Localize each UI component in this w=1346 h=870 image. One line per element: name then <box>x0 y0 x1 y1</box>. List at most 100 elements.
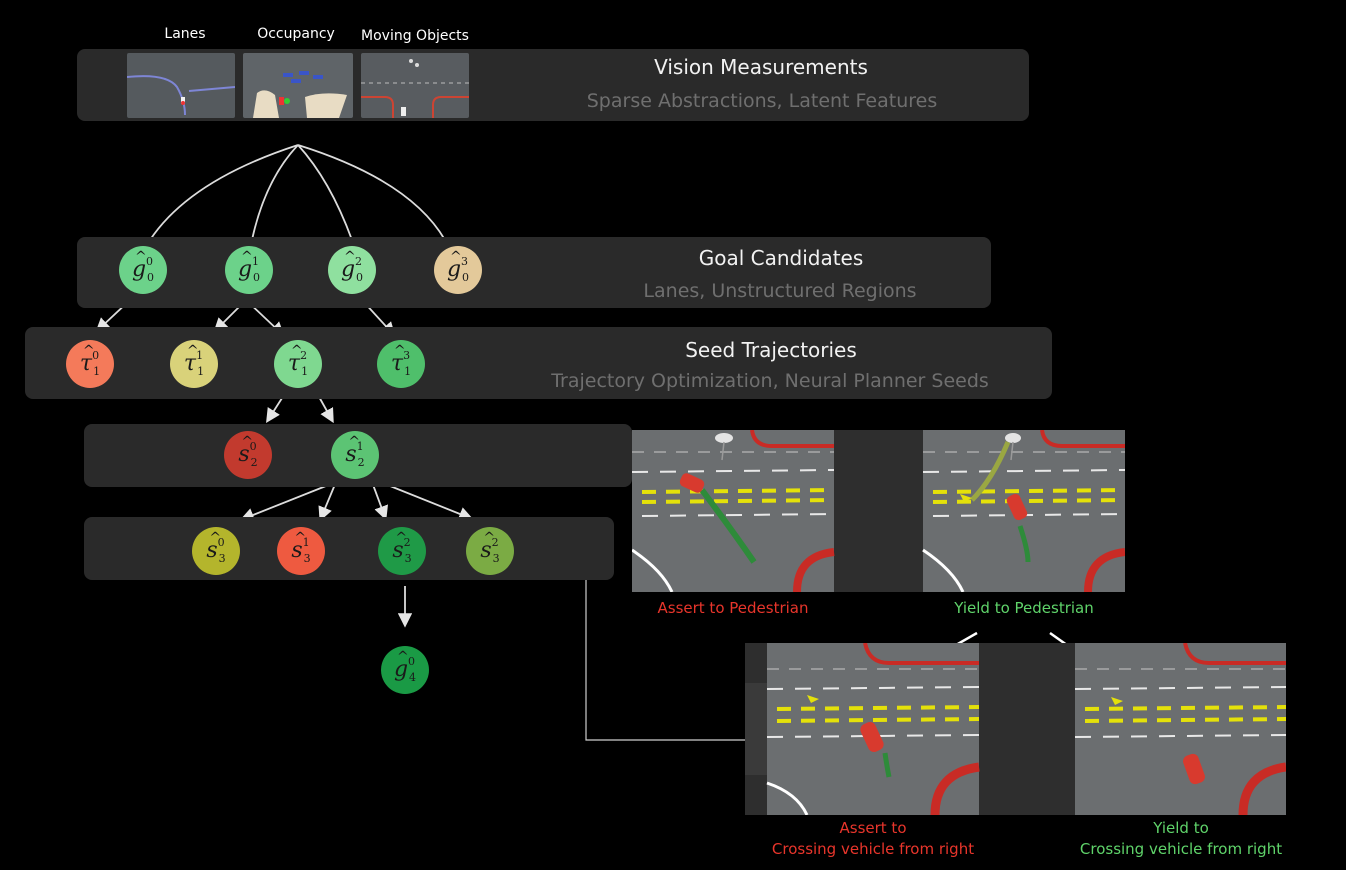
node-superscript: 2 <box>355 254 363 268</box>
state-node-2-0: s^0 2 <box>224 431 272 479</box>
edge-s21-s31 <box>318 481 337 522</box>
node-symbol: g^ <box>131 249 147 282</box>
node-superscript: 1 <box>356 439 364 453</box>
node-subscript: 2 <box>250 455 258 469</box>
node-symbol: τ^ <box>79 343 95 376</box>
goal-node-2: g^2 0 <box>328 246 376 294</box>
caption-yield-pedestrian: Yield to Pedestrian <box>954 599 1094 617</box>
node-hat: ^ <box>134 249 147 265</box>
goal-node-0: g^0 0 <box>119 246 167 294</box>
node-symbol: s^ <box>480 530 496 563</box>
edge-vision-g3 <box>297 144 446 241</box>
node-hat: ^ <box>449 249 462 265</box>
moving-objects-thumbnail <box>361 53 469 118</box>
seed-node-3: τ^3 1 <box>377 340 425 388</box>
caption-yield-crossing-line1: Yield to <box>1153 819 1209 837</box>
node-superscript: 0 <box>249 439 257 453</box>
node-hat: ^ <box>395 530 408 546</box>
edge-vision-g1 <box>251 144 299 241</box>
node-subscript: 4 <box>409 670 417 684</box>
node-subscript: 1 <box>93 364 101 378</box>
crossing-vehicle-scenario-frame <box>745 643 1286 815</box>
node-symbol: s^ <box>238 434 254 467</box>
vision-measurements-panel <box>77 49 1029 121</box>
caption-assert-crossing-line1: Assert to <box>839 819 907 837</box>
node-subscript: 3 <box>303 551 311 565</box>
search-level-3-panel <box>84 517 614 580</box>
vision-subtitle: Sparse Abstractions, Latent Features <box>586 90 938 112</box>
node-hat: ^ <box>186 343 199 359</box>
caption-assert-pedestrian: Assert to Pedestrian <box>657 599 809 617</box>
state-node-2-1: s^1 2 <box>331 431 379 479</box>
goal-node-4-0: g^0 4 <box>381 646 429 694</box>
seeds-title: Seed Trajectories <box>685 338 857 362</box>
edge-bracket <box>585 568 745 741</box>
node-superscript: 0 <box>92 348 100 362</box>
node-hat: ^ <box>241 434 254 450</box>
node-subscript: 1 <box>404 364 412 378</box>
edge-vision-g0 <box>149 144 299 241</box>
node-subscript: 3 <box>492 551 500 565</box>
node-subscript: 3 <box>404 551 412 565</box>
seeds-subtitle: Trajectory Optimization, Neural Planner … <box>551 370 989 392</box>
node-hat: ^ <box>240 249 253 265</box>
node-hat: ^ <box>348 434 361 450</box>
caption-assert-crossing-line2: Crossing vehicle from right <box>771 840 975 858</box>
node-superscript: 1 <box>196 348 204 362</box>
node-superscript: 0 <box>408 654 416 668</box>
node-superscript: 2 <box>300 348 308 362</box>
caption-yield-crossing: Yield to Crossing vehicle from right <box>1056 818 1306 860</box>
node-superscript: 0 <box>217 535 225 549</box>
node-hat: ^ <box>343 249 356 265</box>
state-node-3-2: s^2 3 <box>378 527 426 575</box>
node-subscript: 0 <box>147 270 155 284</box>
node-symbol: s^ <box>206 530 222 563</box>
node-subscript: 2 <box>357 455 365 469</box>
node-symbol: τ^ <box>287 343 303 376</box>
seed-node-2: τ^2 1 <box>274 340 322 388</box>
caption-yield-crossing-line2: Crossing vehicle from right <box>1079 840 1283 858</box>
node-subscript: 0 <box>462 270 470 284</box>
node-hat: ^ <box>290 343 303 359</box>
edge-vision-g2 <box>297 144 353 241</box>
edge-s21-s32 <box>371 481 388 521</box>
node-symbol: τ^ <box>390 343 406 376</box>
node-symbol: g^ <box>340 249 356 282</box>
node-subscript: 1 <box>197 364 205 378</box>
thumb-label-occupancy: Occupancy <box>257 26 335 42</box>
node-superscript: 0 <box>146 254 154 268</box>
node-symbol: s^ <box>392 530 408 563</box>
edge-t2-s21 <box>317 394 334 424</box>
thumb-label-lanes: Lanes <box>164 26 206 42</box>
occupancy-thumbnail <box>243 53 353 118</box>
state-node-3-1: s^1 3 <box>277 527 325 575</box>
lanes-thumbnail <box>127 53 235 118</box>
node-subscript: 0 <box>253 270 261 284</box>
node-hat: ^ <box>393 343 406 359</box>
vision-title: Vision Measurements <box>654 55 868 79</box>
edge-s21-s30 <box>239 481 337 522</box>
node-superscript: 2 <box>403 535 411 549</box>
caption-assert-crossing: Assert to Crossing vehicle from right <box>748 818 998 860</box>
edge-s21-s33 <box>379 481 474 521</box>
node-hat: ^ <box>294 530 307 546</box>
node-subscript: 3 <box>218 551 226 565</box>
node-superscript: 1 <box>252 254 260 268</box>
node-symbol: g^ <box>446 249 462 282</box>
node-symbol: g^ <box>393 649 409 682</box>
node-superscript: 1 <box>302 535 310 549</box>
node-hat: ^ <box>209 530 222 546</box>
node-superscript: 3 <box>461 254 469 268</box>
node-hat: ^ <box>483 530 496 546</box>
node-subscript: 1 <box>301 364 309 378</box>
goals-subtitle: Lanes, Unstructured Regions <box>643 280 917 302</box>
node-superscript: 3 <box>403 348 411 362</box>
node-subscript: 0 <box>356 270 364 284</box>
state-node-3-0: s^0 3 <box>192 527 240 575</box>
node-symbol: s^ <box>291 530 307 563</box>
node-symbol: s^ <box>345 434 361 467</box>
goal-node-3: g^3 0 <box>434 246 482 294</box>
